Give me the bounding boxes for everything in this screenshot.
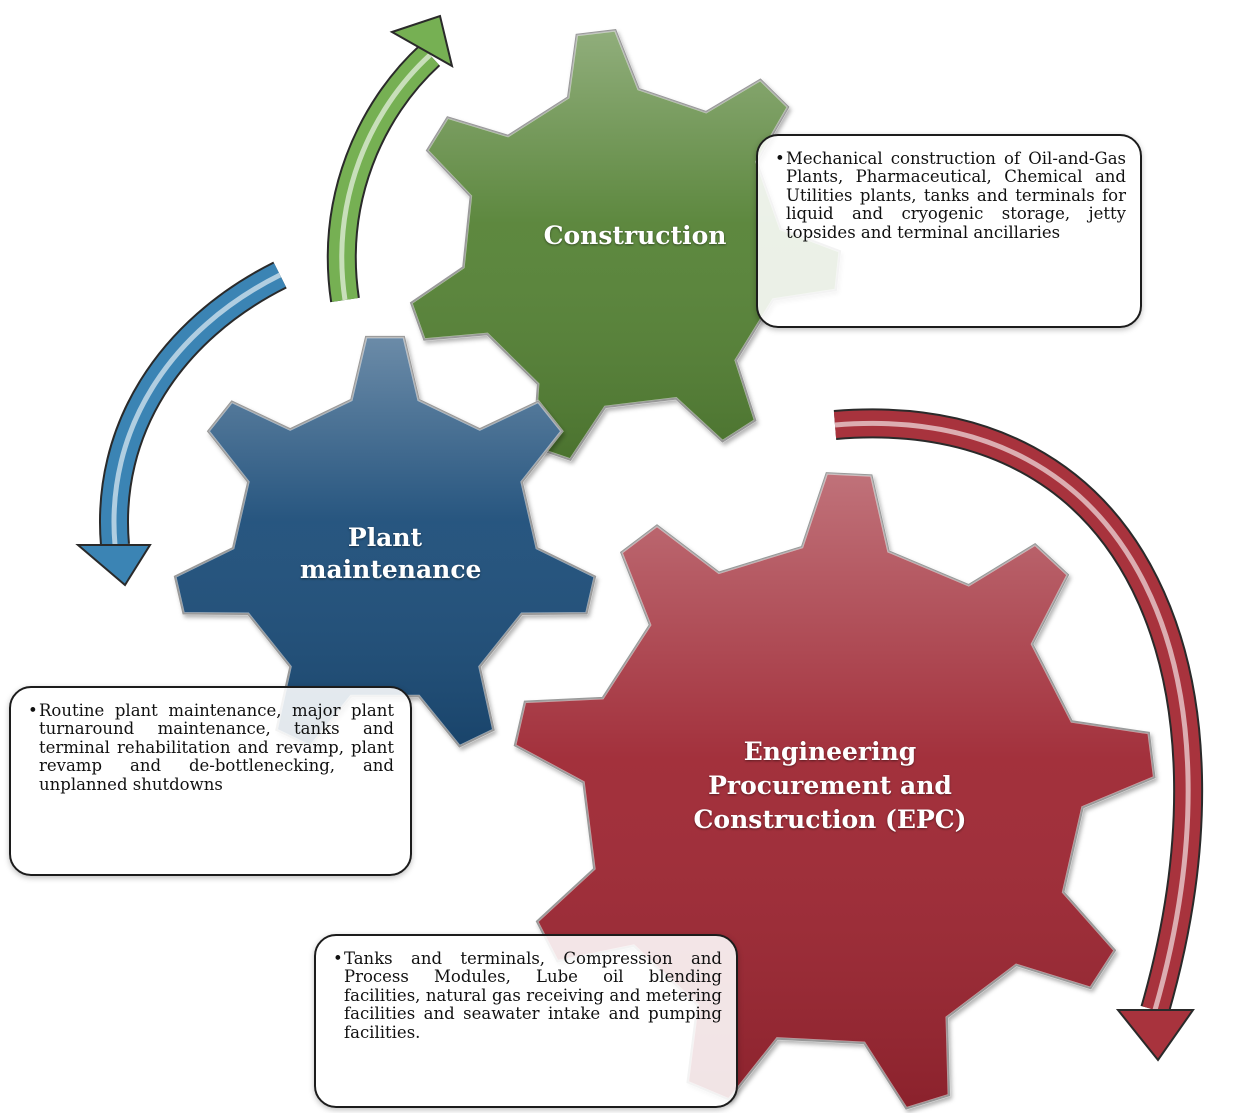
arrow-green-highlight [339, 53, 432, 301]
gear-label-construction: Construction [543, 221, 727, 250]
description-epc: Tanks and terminals, Compression and Pro… [333, 949, 722, 1042]
arrow-red-head [1115, 1009, 1195, 1062]
arrow-green-head [389, 14, 454, 69]
gear-highlight-plant-maintenance [173, 335, 597, 749]
description-plant-maintenance: Routine plant maintenance, major plant t… [28, 701, 394, 794]
arrow-blue-highlight [111, 272, 282, 546]
arrow-blue-head [75, 544, 152, 587]
gear-label-plant-maintenance: Plant maintenance [300, 523, 482, 584]
description-box-plant-maintenance: Routine plant maintenance, major plant t… [9, 686, 412, 876]
arrow-red-highlight [834, 421, 1191, 1011]
gear-label-epc: Engineering Procurement and Construction… [693, 737, 967, 834]
description-box-construction: Mechanical construction of Oil-and-Gas P… [756, 134, 1142, 328]
description-construction: Mechanical construction of Oil-and-Gas P… [775, 149, 1126, 242]
gear-highlight-construction [409, 28, 842, 462]
description-box-epc: Tanks and terminals, Compression and Pro… [314, 934, 738, 1108]
